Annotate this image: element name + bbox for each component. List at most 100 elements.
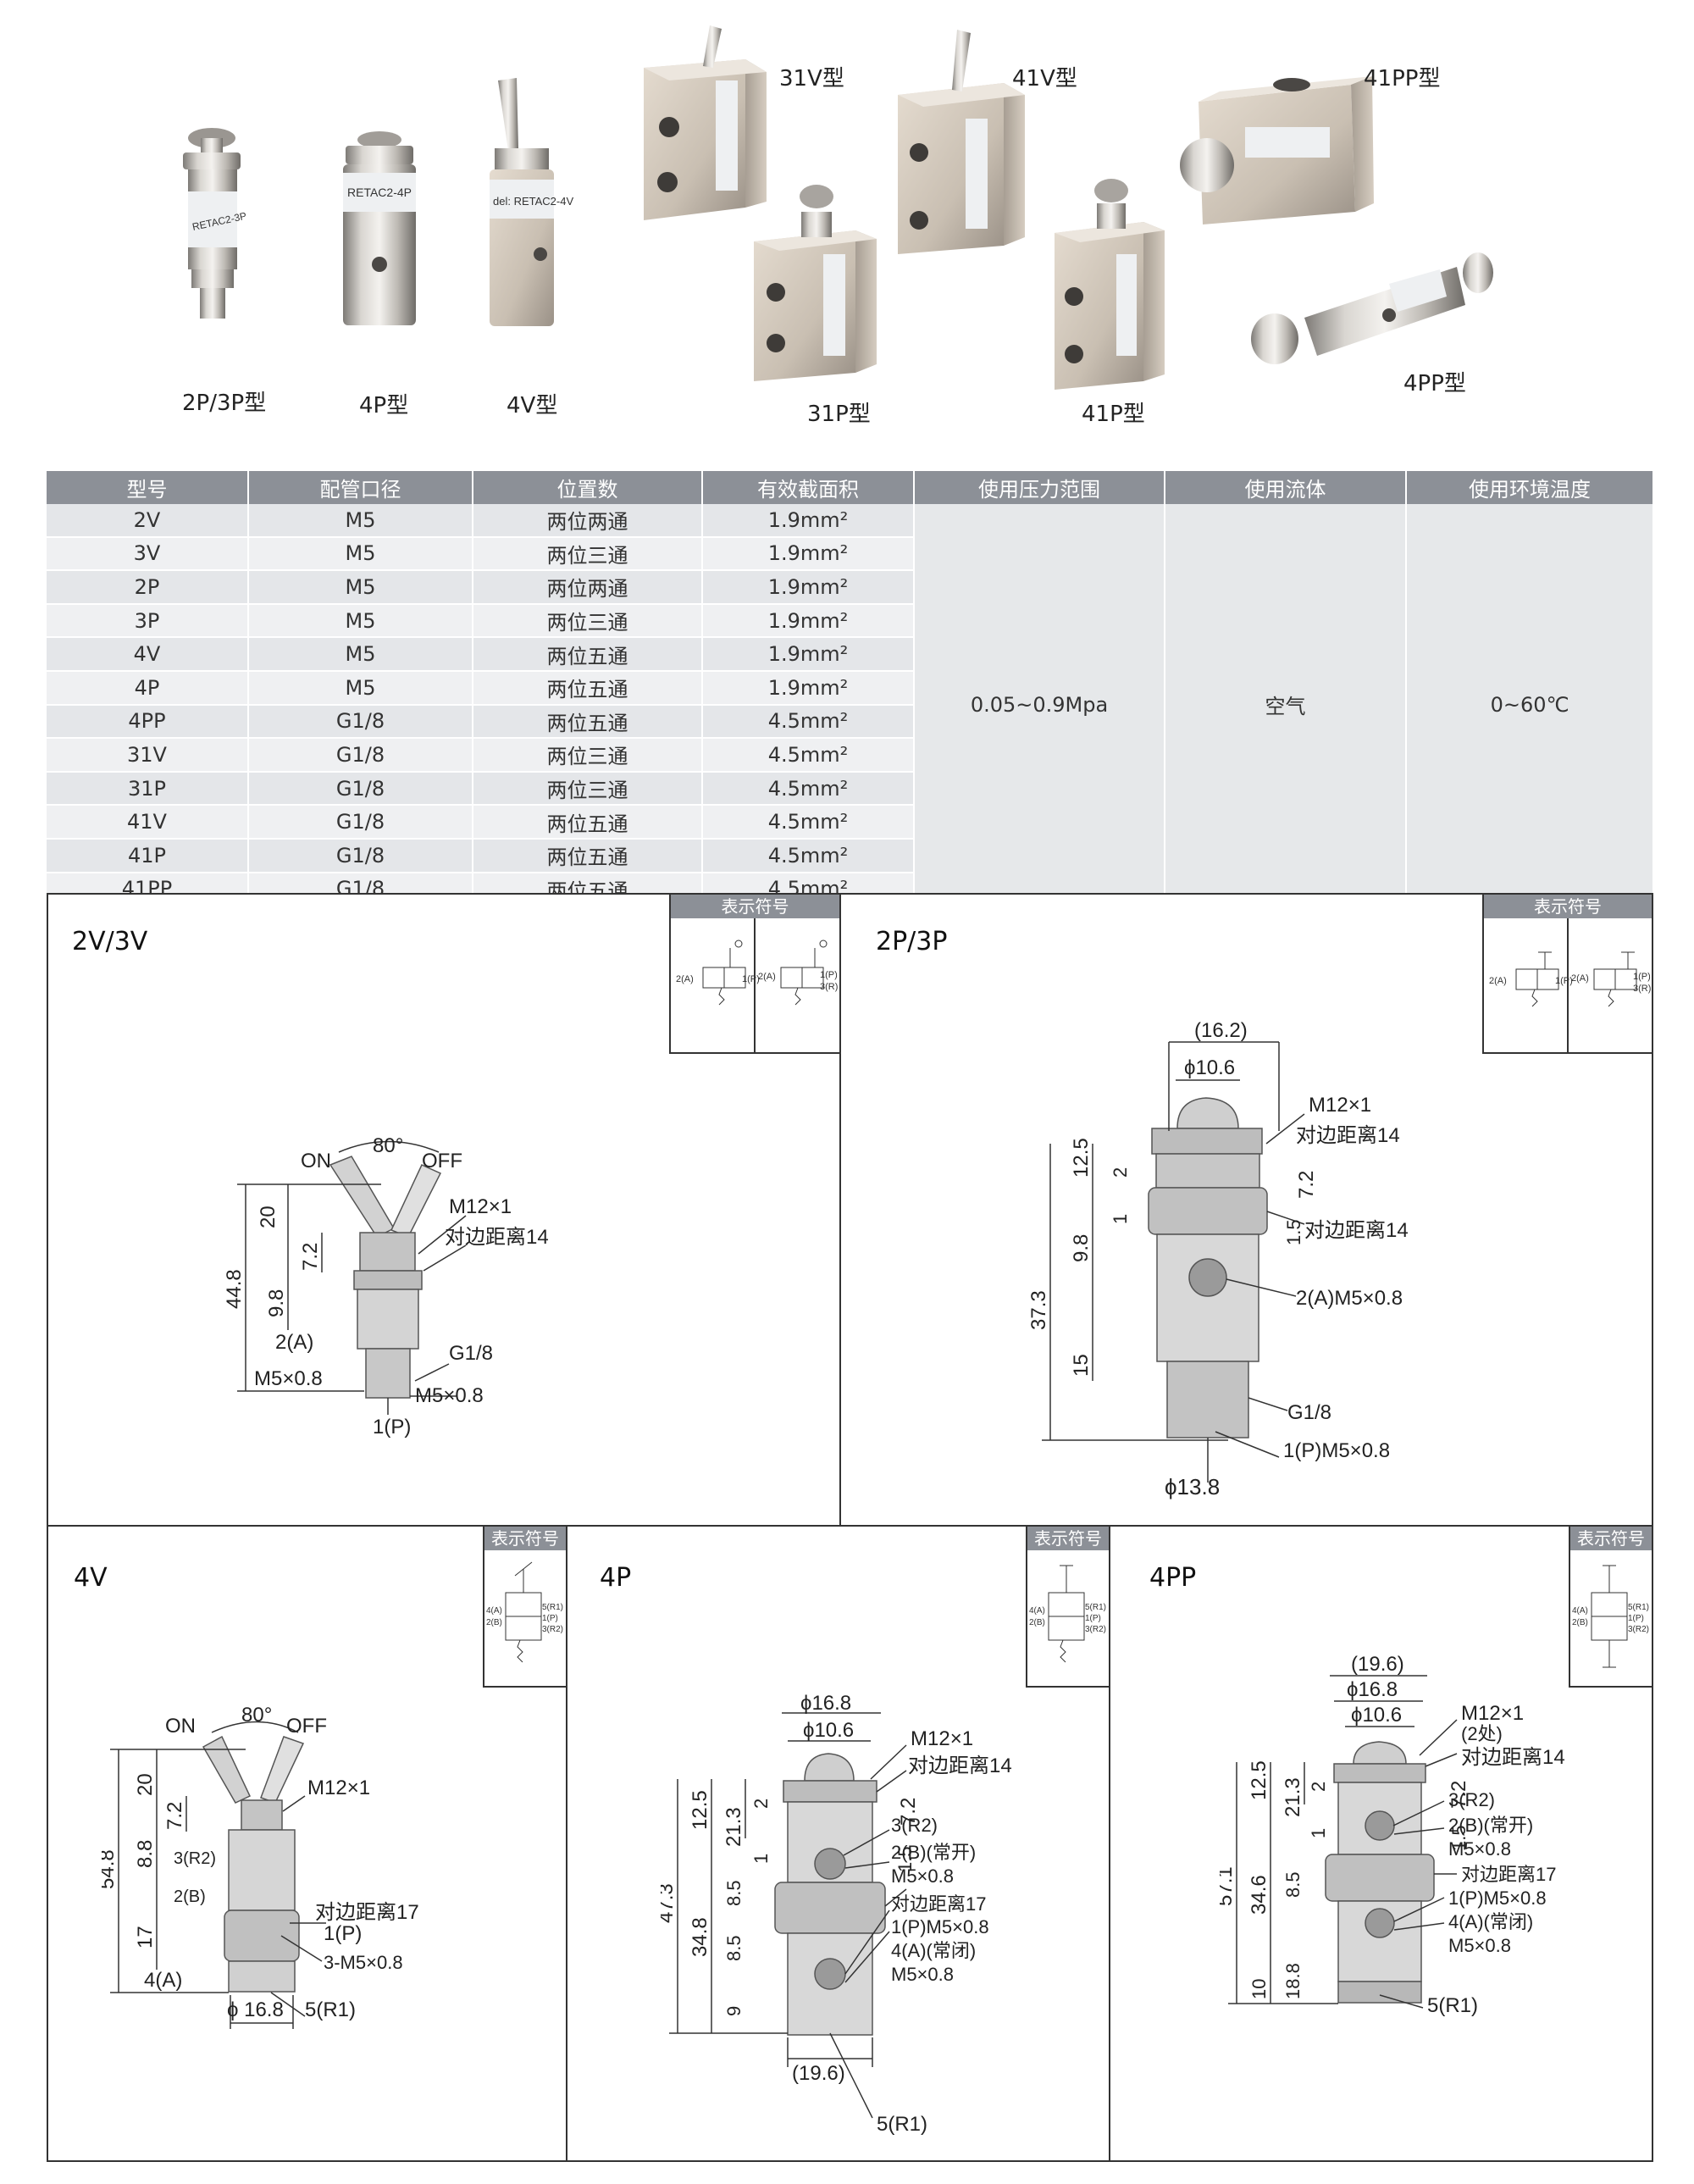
dim-m5-a: M5×0.8 (891, 1865, 954, 1887)
product-caption-4pp: 4PP型 (1403, 371, 1466, 396)
table-cell: 31V (47, 738, 249, 773)
dim-thread: M12×1 (1309, 1094, 1371, 1117)
label-port-3r2: 3(R2) (891, 1815, 938, 1836)
dimension-drawing-2p3p: (16.2) ϕ10.6 M12×1 对边距离14 12.5 2 7.2 1 1… (1027, 1019, 1409, 1499)
dim-m5-right: M5×0.8 (415, 1384, 484, 1407)
product-41v-photo (898, 30, 1025, 254)
label-port-5r1: 5(R1) (305, 1998, 356, 2021)
dim-2: 2 (1110, 1167, 1131, 1178)
product-41p-photo (1055, 179, 1165, 390)
label-port-1p: 1(P)M5×0.8 (1448, 1887, 1547, 1909)
label-port-1p: 1(P)M5×0.8 (891, 1916, 989, 1937)
table-cell: 4V (47, 637, 249, 672)
symbol-port-1p: 1(P) (542, 1614, 558, 1623)
symbol-port-1p-b: 1(P) (820, 970, 838, 980)
product-4v-photo: del: RETAC2-4V (490, 78, 573, 326)
table-cell: 4.5mm² (702, 805, 915, 840)
product-31p-photo (754, 185, 877, 381)
dim-1-5: 1.5 (1283, 1219, 1304, 1245)
dim-1: 1 (750, 1854, 772, 1864)
symbol-header: 表示符号 (671, 895, 839, 918)
dim-g1-8: G1/8 (449, 1342, 493, 1365)
symbol-port-3r2: 3(R2) (1085, 1625, 1106, 1634)
header-effective-area: 有效截面积 (702, 471, 915, 504)
header-pressure: 使用压力范围 (914, 471, 1165, 504)
symbol-port-2a-b: 2(A) (1571, 973, 1589, 984)
symbol-port-2a: 2(A) (1489, 976, 1507, 986)
header-port-size: 配管口径 (248, 471, 473, 504)
dim-flats-14-bottom: 对边距离14 (1304, 1219, 1409, 1242)
panel-title-4pp: 4PP (1149, 1563, 1197, 1593)
dim-thread: M12×1 (307, 1777, 370, 1799)
table-cell: 4PP (47, 704, 249, 740)
product-caption-41p: 41P型 (1082, 402, 1145, 427)
label-off: OFF (422, 1150, 462, 1172)
table-cell: M5 (248, 603, 473, 639)
symbol-box-4pp: 表示符号 4(A) 2(B) 5(R1) 1(P) 3(R2) (1569, 1525, 1653, 1688)
product-photo-strip: RETAC2-3P RETAC2-4P del: RETAC2-4V (183, 25, 1493, 390)
product-caption-31v: 31V型 (779, 66, 844, 91)
symbol-box-2p3p: 表示符号 2(A) 1(P) 2(A) 1(P) 3(R) (1482, 893, 1653, 1054)
drawing-panel-4v (47, 1525, 567, 2162)
pneumatic-symbol-2p3p: 2(A) 1(P) 2(A) 1(P) 3(R) (1489, 918, 1651, 1052)
symbol-port-4a: 4(A) (1029, 1606, 1045, 1616)
label-port-5r1: 5(R1) (1427, 1994, 1478, 2017)
dim-7-2: 7.2 (299, 1243, 322, 1271)
table-cell: 1.9mm² (702, 570, 915, 605)
dim-15: 15 (1070, 1354, 1093, 1377)
symbol-port-5r1: 5(R1) (1628, 1603, 1649, 1612)
panel-title-2p3p: 2P/3P (876, 927, 948, 956)
dim-dia-16-8: ϕ16.8 (1347, 1678, 1398, 1701)
symbol-port-2b: 2(B) (1572, 1618, 1588, 1627)
symbol-port-4a: 4(A) (486, 1606, 502, 1616)
symbol-header: 表示符号 (1027, 1527, 1109, 1550)
dimension-drawing-4pp: (19.6) ϕ16.8 ϕ10.6 M12×1 (2处) 对边距离14 12.… (1220, 1653, 1565, 2017)
symbol-port-5r1: 5(R1) (542, 1603, 563, 1612)
table-cell: M5 (248, 570, 473, 605)
dim-angle: 80° (373, 1134, 403, 1157)
dim-dia-16-8: ϕ16.8 (800, 1694, 851, 1715)
label-port-2b: 2(B) (174, 1887, 206, 1906)
cell-temperature: 0~60℃ (1406, 504, 1654, 907)
table-cell: 1.9mm² (702, 637, 915, 672)
symbol-port-4a: 4(A) (1572, 1606, 1588, 1616)
pneumatic-symbol-2v3v: 2(A) 1(P) 2(A) 1(P) 3(R) (676, 918, 838, 1052)
dim-19-6: (19.6) (792, 2062, 845, 2085)
label-on: ON (165, 1715, 196, 1738)
table-cell: 两位三通 (473, 738, 703, 773)
table-cell: 两位三通 (473, 603, 703, 639)
table-cell: M5 (248, 637, 473, 672)
panel-title-4v: 4V (74, 1563, 108, 1593)
dim-21-3: 21.3 (722, 1807, 745, 1847)
dim-3-m5: 3-M5×0.8 (324, 1952, 403, 1973)
label-on: ON (301, 1150, 331, 1172)
label-port-1p: 1(P) (324, 1922, 362, 1945)
dim-flats-14: 对边距离14 (1461, 1746, 1565, 1769)
table-cell: M5 (248, 504, 473, 538)
symbol-port-2b: 2(B) (1029, 1618, 1045, 1627)
symbol-header: 表示符号 (1570, 1527, 1652, 1550)
dim-m5-b: M5×0.8 (891, 1964, 954, 1985)
svg-text:RETAC2-4P: RETAC2-4P (347, 186, 412, 199)
dim-8-5-a: 8.5 (723, 1880, 745, 1906)
symbol-port-2a-b: 2(A) (758, 972, 776, 982)
table-cell: 3V (47, 536, 249, 572)
table-cell: 4.5mm² (702, 771, 915, 807)
dim-flats-14: 对边距离14 (908, 1754, 1012, 1777)
cell-fluid: 空气 (1165, 504, 1407, 907)
dim-37-3: 37.3 (1027, 1290, 1050, 1330)
table-cell: 31P (47, 771, 249, 807)
dim-7-2: 7.2 (1448, 1781, 1470, 1809)
label-two-places: (2处) (1461, 1723, 1503, 1744)
panel-title-2v3v: 2V/3V (72, 927, 148, 956)
table-cell: G1/8 (248, 704, 473, 740)
table-cell: G1/8 (248, 838, 473, 873)
table-cell: 两位五通 (473, 704, 703, 740)
dim-7-2: 7.2 (1295, 1171, 1318, 1199)
table-cell: 两位三通 (473, 771, 703, 807)
table-cell: 41V (47, 805, 249, 840)
product-caption-4p: 4P型 (359, 393, 409, 419)
